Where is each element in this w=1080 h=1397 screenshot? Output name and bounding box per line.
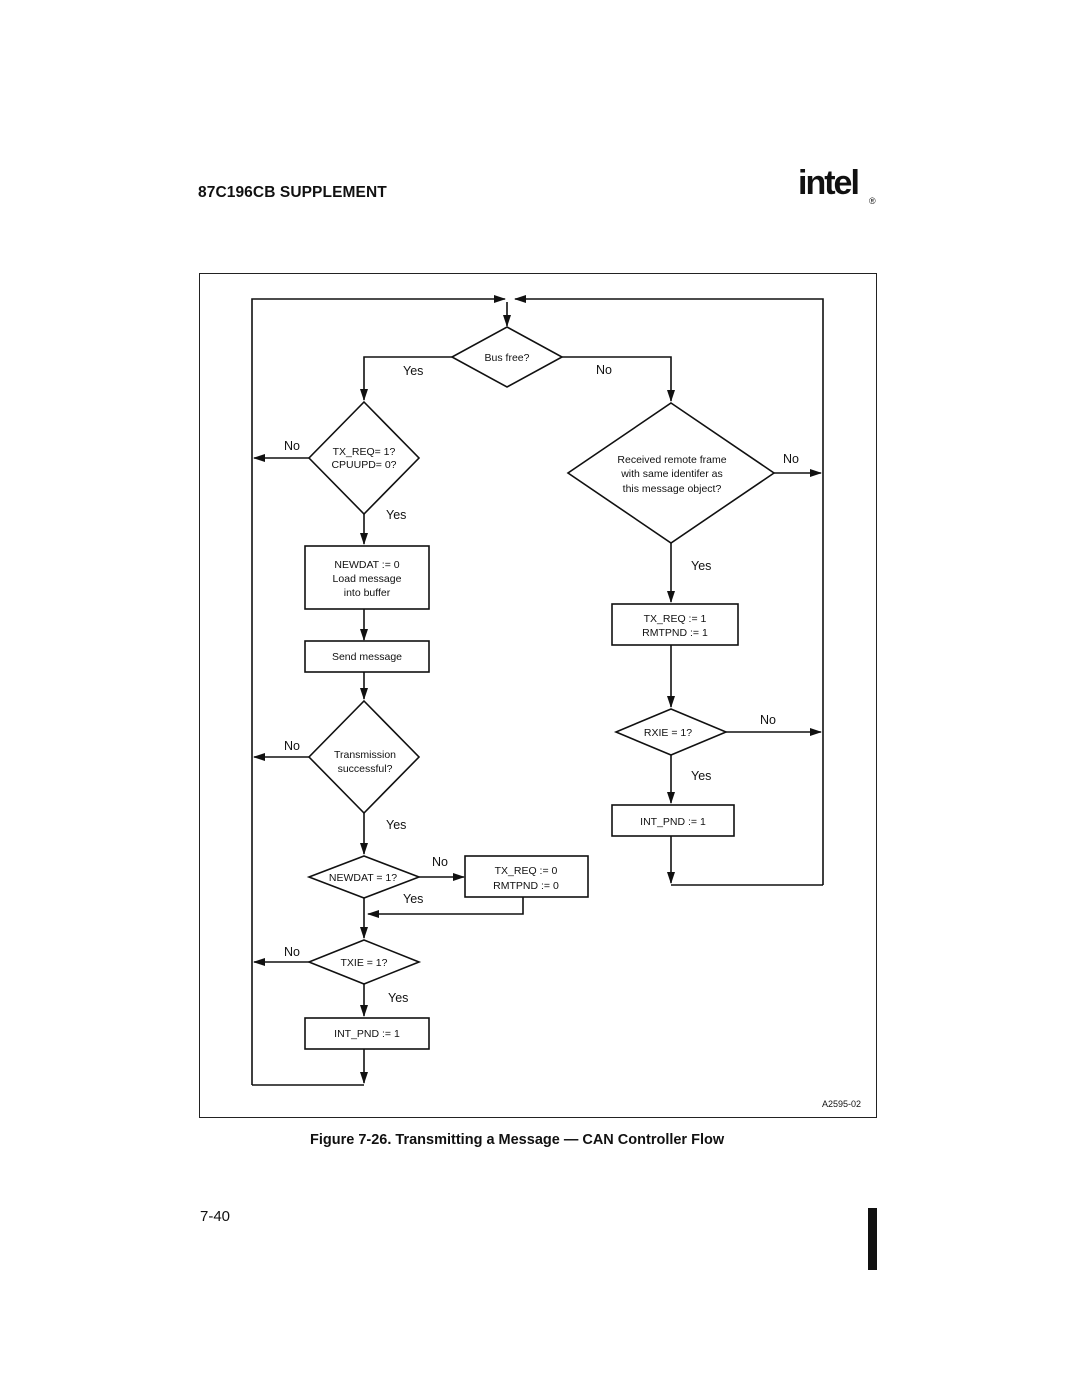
send-message-box	[304, 640, 430, 673]
bus-free-yes-label: Yes	[403, 364, 423, 378]
txreq-reset-text-2: RMTPND := 0	[493, 880, 559, 892]
rxie-yes-label: Yes	[691, 769, 711, 783]
figure-code: A2595-02	[822, 1099, 861, 1109]
txreq-set-text-2: RMTPND := 1	[642, 627, 708, 639]
rxie-no-label: No	[760, 713, 776, 727]
transmission-text-1: Transmission	[334, 749, 396, 761]
txreq-q-text-1: TX_REQ= 1?	[333, 446, 396, 458]
remote-text-3: this message object?	[623, 483, 722, 495]
transmission-text-2: successful?	[338, 763, 393, 775]
remote-no-label: No	[783, 452, 799, 466]
intpnd-left-text: INT_PND := 1	[334, 1028, 400, 1040]
transmission-yes-label: Yes	[386, 818, 406, 832]
txreq-q-text-2: CPUUPD= 0?	[331, 459, 396, 471]
txreq-diamond	[307, 400, 421, 516]
rxie-q-text: RXIE = 1?	[644, 727, 692, 739]
newdat-yes-label: Yes	[403, 892, 423, 906]
newdat-load-text-1: NEWDAT := 0	[334, 559, 399, 571]
figure-frame	[199, 273, 877, 1118]
change-bar	[868, 1208, 877, 1270]
right-loop-line	[514, 295, 824, 885]
newdat-load-text-2: Load message	[333, 573, 402, 585]
txie-no-label: No	[284, 945, 300, 959]
intel-logo: intel ®	[798, 164, 876, 206]
intel-logo-text: intel	[798, 164, 858, 202]
txreq-reset-box	[464, 855, 589, 898]
newdat-no-label: No	[432, 855, 448, 869]
txreq-set-text-1: TX_REQ := 1	[644, 613, 707, 625]
page-header-title: 87C196CB SUPPLEMENT	[198, 184, 387, 201]
bus-free-text: Bus free?	[485, 352, 530, 364]
intpnd-left-box	[304, 1017, 430, 1050]
bus-free-diamond	[450, 326, 564, 388]
newdat-load-text-3: into buffer	[344, 587, 391, 599]
left-loop-line	[251, 295, 506, 1085]
bus-free-no-line	[562, 356, 675, 402]
page-number: 7-40	[200, 1208, 231, 1225]
txreq-set-box	[611, 603, 739, 646]
bus-free-no-label: No	[596, 363, 612, 377]
txreq-yes-label: Yes	[386, 508, 406, 522]
send-message-text: Send message	[332, 651, 402, 663]
transmission-no-label: No	[284, 739, 300, 753]
registered-mark: ®	[869, 196, 876, 206]
reset-return-line	[367, 897, 524, 918]
bus-free-yes-line	[360, 356, 452, 401]
newdat-load-box	[304, 545, 430, 610]
txreq-reset-text-1: TX_REQ := 0	[495, 865, 558, 877]
intpnd-right-box	[611, 804, 735, 837]
txie-q-text: TXIE = 1?	[341, 957, 388, 969]
txie-yes-label: Yes	[388, 991, 408, 1005]
figure-caption: Figure 7-26. Transmitting a Message — CA…	[310, 1132, 725, 1148]
intpnd-right-text: INT_PND := 1	[640, 816, 706, 828]
remote-yes-label: Yes	[691, 559, 711, 573]
remote-text-1: Received remote frame	[617, 454, 726, 466]
remote-text-2: with same identifer as	[620, 468, 723, 480]
newdat-q-text: NEWDAT = 1?	[329, 872, 397, 884]
txreq-no-label: No	[284, 439, 300, 453]
